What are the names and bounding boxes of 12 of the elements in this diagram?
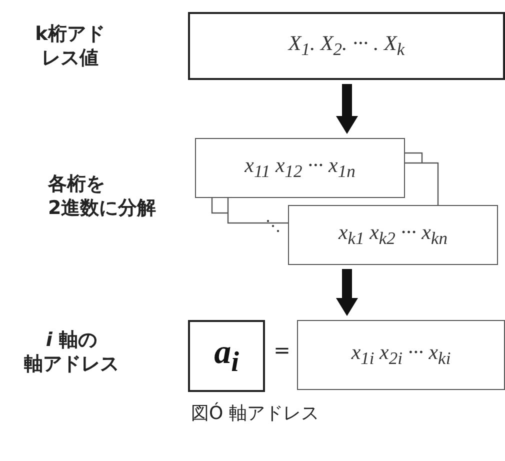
block-arrow xyxy=(336,84,358,134)
bit-card: x$_{k1}$ x$_{k2}$ ··· x$_{kn}$ xyxy=(288,205,498,265)
bit-card: x$_{11}$ x$_{12}$ ··· x$_{1n}$ xyxy=(195,138,405,198)
address-box: X$_{1}$. X$_{2}$. ··· . X$_{k}$ xyxy=(188,12,505,80)
equals-sign: = xyxy=(272,338,292,362)
axis-address-box: a$_{i}$ xyxy=(188,320,265,392)
row-label: i 軸の軸アドレス xyxy=(23,328,120,376)
row-label: k桁アドレス値 xyxy=(34,22,106,70)
figure-caption: 図Ó 軸アドレス xyxy=(190,402,320,426)
block-arrow xyxy=(336,269,358,316)
row-label: 各桁を2進数に分解 xyxy=(48,172,158,220)
bit-box: x$_{1i}$ x$_{2i}$ ··· x$_{ki}$ xyxy=(297,320,505,390)
